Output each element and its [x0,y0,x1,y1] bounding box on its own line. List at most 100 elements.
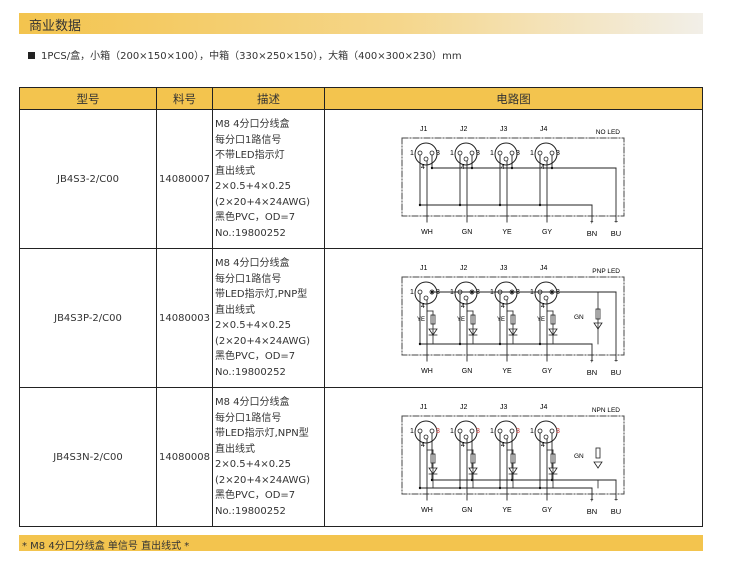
pin-label: 3 [556,289,560,296]
jack-label: J1 [420,404,428,411]
bullet-square-icon [28,52,35,59]
desc-line: 黑色PVC，OD=7 [215,490,296,501]
pin-label: 1 [490,289,494,296]
desc-line: (2×20+4×24AWG) [215,474,311,486]
wire-label: WH [421,368,433,375]
desc-line: M8 4分口分线盒 [215,119,290,130]
jack-label: J1 [420,126,428,133]
section-title: 商业数据 [29,19,82,34]
wire-label: WH [421,229,433,236]
desc-line: No.:19800252 [215,366,286,378]
wire-label: GY [541,368,551,375]
connector-icon [414,281,437,305]
pin-label: 4 [461,303,465,310]
pin-label: 1 [450,428,454,435]
jack-label: J2 [460,126,468,133]
wire-label: YE [502,368,512,375]
desc-line: 每分口1路信号 [215,273,282,285]
connector-icon [494,420,517,444]
connector-icon [414,142,437,166]
packaging-text: 1PCS/盒，小箱（200×150×100），中箱（330×250×150），大… [41,51,462,62]
pin-label: 3 [516,428,520,435]
led-type-label: NPN LED [591,407,619,414]
led-type-label: NO LED [595,129,620,136]
pin-label: 1 [410,150,414,157]
desc-line: 直出线式 [215,304,255,316]
pin-label: 3 [436,150,440,157]
section-header: 商业数据 [19,13,703,34]
wire-label: GY [541,229,551,236]
desc-line: M8 4分口分线盒 [215,397,290,408]
jack-label: J4 [540,126,548,133]
pin-label: 4 [461,164,465,171]
pin-label: 4 [501,164,505,171]
wire-label: WH [421,507,433,514]
minus-sign: − [614,358,618,365]
jack-label: J2 [460,265,468,272]
desc-line: 每分口1路信号 [215,412,282,424]
power-label-bu: BU [610,229,620,238]
pin-label: 3 [476,150,480,157]
wire-label: YE [502,507,512,514]
pin-label: 1 [410,289,414,296]
product-table: 型号 料号 描述 电路图 JB4S3-2/C00 14080007 M8 4分口… [19,87,703,527]
pin-label: 3 [436,289,440,296]
led-color-label: YE [497,317,505,323]
pin-label: 4 [501,303,505,310]
footer-bar: * M8 4分口分线盒 单信号 直出线式 * [19,535,703,552]
pin-label: 4 [541,303,545,310]
wire-label: GN [461,368,472,375]
part-cell: 14080008 [156,387,213,527]
led-color-label: YE [417,317,425,323]
pin-label: 1 [530,150,534,157]
pin-label: 1 [530,428,534,435]
desc-line: 2×0.5+4×0.25 [215,181,292,192]
desc-line: 带LED指示灯,NPN型 [215,428,309,439]
pin-label: 4 [461,442,465,449]
connector-icon [494,281,517,305]
housing-outline [401,137,624,217]
footer-text: * M8 4分口分线盒 单信号 直出线式 * [22,541,190,552]
desc-line: 2×0.5+4×0.25 [215,459,292,470]
pin-label: 4 [421,303,425,310]
wire-label: GY [541,507,551,514]
part-cell: 14080007 [156,109,213,249]
pin-label: 3 [436,428,440,435]
housing-outline [401,276,624,356]
connector-icon [414,420,437,444]
resistor-icon [595,447,600,459]
connector-icon [454,142,477,166]
wire-label: YE [502,229,512,236]
desc-line: 带LED指示灯,PNP型 [215,289,308,300]
pin-label: 1 [490,428,494,435]
power-label-bn: BN [586,368,596,377]
pin-label: 1 [530,289,534,296]
connector-icon [494,142,517,166]
housing-outline [401,415,624,495]
table-row: JB4S3P-2/C00 14080003 M8 4分口分线盒每分口1路信号带L… [19,248,703,388]
power-label-bu: BU [610,507,620,516]
wire-label: GN [461,229,472,236]
desc-line: 不带LED指示灯 [215,150,285,161]
desc-line: 2×0.5+4×0.25 [215,320,292,331]
led-type-label: PNP LED [592,268,620,275]
wire-label: GN [461,507,472,514]
desc-line: (2×20+4×24AWG) [215,196,311,208]
pin-label: 4 [541,164,545,171]
pin-label: 1 [450,150,454,157]
power-led-icon [592,461,603,469]
model-cell: JB4S3N-2/C00 [19,387,157,527]
header-desc: 描述 [212,87,325,110]
table-row: JB4S3N-2/C00 14080008 M8 4分口分线盒每分口1路信号带L… [19,387,703,527]
connector-icon [454,281,477,305]
desc-line: 黑色PVC，OD=7 [215,212,296,223]
desc-line: 直出线式 [215,165,255,177]
pin-label: 4 [421,442,425,449]
header-model: 型号 [19,87,157,110]
led-color-label: YE [457,317,465,323]
